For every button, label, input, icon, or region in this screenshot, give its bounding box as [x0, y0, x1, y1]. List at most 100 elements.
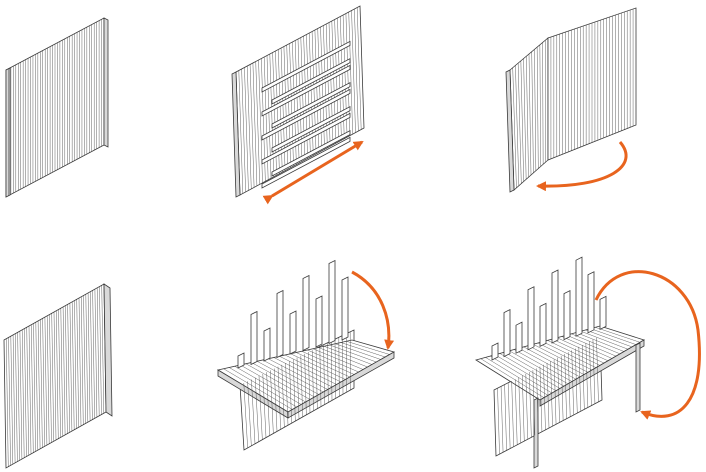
- slat-line: [499, 353, 561, 389]
- slat-line: [480, 358, 545, 398]
- slat-line: [539, 366, 543, 432]
- slat-line: [296, 352, 350, 378]
- panel-fold-wall: [505, 7, 637, 193]
- slat-line: [340, 342, 386, 358]
- slat-line: [348, 11, 353, 135]
- slat-line: [69, 303, 73, 432]
- slat-line: [24, 328, 27, 457]
- upright-post: [315, 295, 323, 348]
- slat-line: [65, 305, 68, 434]
- slat-line: [274, 368, 278, 432]
- slat-line: [270, 370, 274, 434]
- slat-line: [520, 60, 524, 182]
- slat-line: [40, 319, 43, 448]
- panel-flat-wall: [5, 17, 109, 198]
- slat-line: [273, 357, 333, 388]
- slat-line: [523, 58, 527, 180]
- slat-line: [566, 334, 617, 357]
- slat-line: [561, 336, 613, 359]
- upright-post: [341, 276, 349, 341]
- rotate-arrow: [351, 270, 395, 350]
- upright-post: [263, 327, 271, 362]
- slat-line: [53, 311, 57, 441]
- sliding-slat: [271, 81, 351, 129]
- slat-line: [534, 49, 537, 171]
- slat-line: [547, 340, 601, 366]
- slat-line: [92, 290, 95, 419]
- slat-line: [518, 348, 577, 380]
- slat-line: [252, 62, 258, 186]
- slat-line: [279, 356, 337, 385]
- slat-line: [304, 353, 307, 415]
- slat-line: [318, 347, 368, 368]
- slat-line: [576, 332, 625, 352]
- slat-line: [96, 287, 100, 416]
- slat-line: [595, 327, 641, 343]
- slat-line: [585, 329, 633, 348]
- slat-line: [523, 346, 581, 378]
- upright-post: [575, 256, 583, 337]
- upright-post: [250, 310, 258, 366]
- slat-line: [258, 375, 263, 440]
- slat-line: [83, 295, 86, 424]
- sliding-slat: [271, 57, 351, 105]
- slat-line: [543, 364, 546, 430]
- slat-line: [533, 344, 589, 373]
- slat-line: [247, 381, 252, 446]
- slat-line: [74, 300, 77, 429]
- slat-line: [10, 336, 14, 465]
- slat-line: [331, 340, 333, 401]
- slat-line: [356, 7, 362, 130]
- slat-line: [557, 357, 560, 423]
- slat-line: [33, 323, 36, 452]
- slat-line: [536, 47, 539, 169]
- slat-line: [101, 285, 104, 414]
- slat-line: [251, 379, 256, 444]
- slat-line: [240, 364, 306, 403]
- slat-line: [19, 331, 23, 460]
- slat-line: [60, 308, 64, 437]
- sliding-slat: [261, 40, 351, 93]
- slat-line: [90, 291, 93, 420]
- upright-post: [563, 289, 571, 341]
- slat-line: [262, 359, 324, 393]
- panel-table-form: [475, 256, 645, 469]
- slat-line: [335, 343, 381, 360]
- slat-line: [6, 338, 9, 467]
- slat-line: [15, 333, 18, 462]
- slat-line: [537, 342, 593, 371]
- slat-line: [26, 327, 29, 456]
- slat-line: [334, 339, 336, 399]
- slat-line: [514, 349, 573, 382]
- slat-line: [589, 341, 592, 406]
- slat-line: [234, 366, 302, 405]
- slat-line: [301, 351, 355, 375]
- upright-post: [289, 310, 297, 355]
- slat-line: [12, 334, 16, 463]
- upright-post: [527, 286, 535, 351]
- panel-rotate-shelf: [216, 259, 396, 451]
- slat-line: [571, 350, 574, 415]
- slat-line: [31, 324, 34, 453]
- panel-flat-wall-alt: [3, 283, 113, 469]
- slat-line: [229, 367, 297, 408]
- slat-line: [285, 362, 289, 426]
- slat-line: [531, 51, 534, 173]
- slat-line: [17, 332, 20, 461]
- slat-line: [497, 388, 500, 455]
- slat-line: [51, 313, 54, 442]
- slat-line: [528, 345, 585, 375]
- slat-line: [293, 359, 296, 422]
- slat-line: [560, 355, 564, 421]
- panel-slide-wall: [231, 5, 365, 198]
- slat-line: [571, 333, 621, 355]
- slat-line: [504, 384, 507, 451]
- slat-line: [290, 353, 346, 380]
- slat-line: [338, 337, 340, 397]
- slat-line: [46, 315, 50, 444]
- slat-line: [251, 362, 315, 398]
- slat-line: [509, 350, 569, 385]
- slat-line: [238, 70, 244, 194]
- slat-line: [99, 286, 102, 415]
- upright-post: [237, 352, 245, 369]
